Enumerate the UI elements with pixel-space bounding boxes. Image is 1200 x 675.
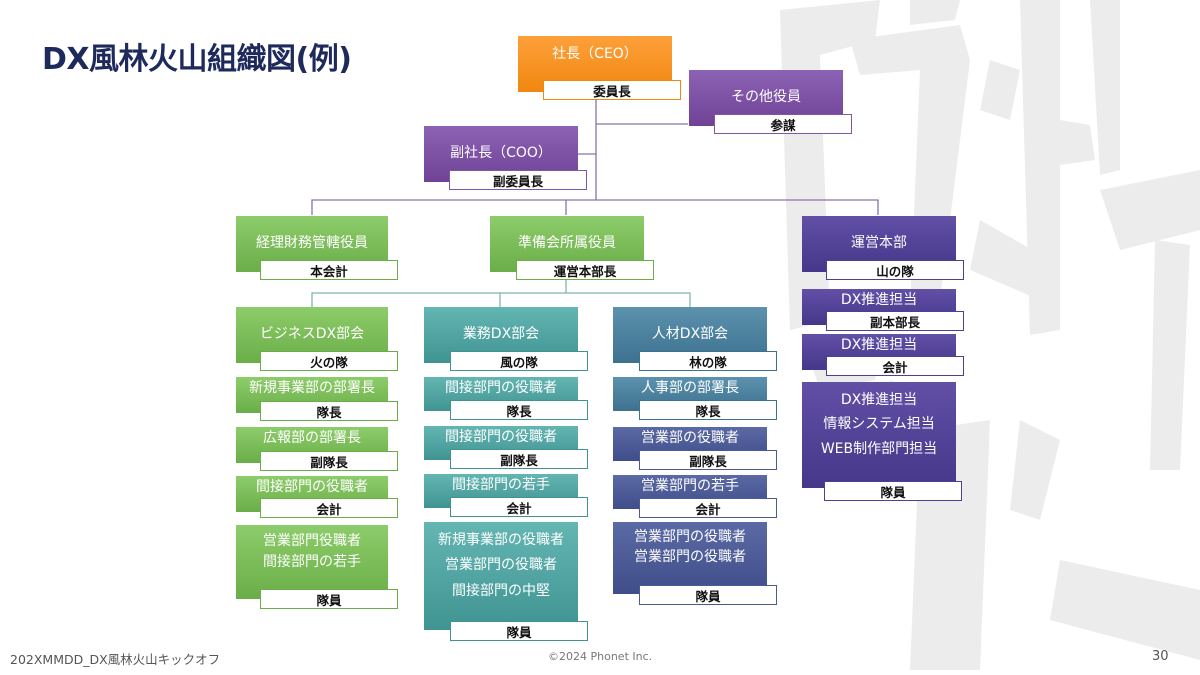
node-title: DX推進担当	[840, 391, 918, 408]
node-title: 間接部門の役職者	[256, 479, 368, 496]
role-label: 会計	[826, 356, 964, 376]
node-title: 運営本部	[851, 235, 907, 252]
node-title: 間接部門の役職者	[445, 429, 557, 446]
node-ops4: 新規事業部の役職者 営業部門の役職者 間接部門の中堅 隊員	[424, 522, 590, 642]
node-box: 新規事業部の役職者 営業部門の役職者 間接部門の中堅	[424, 522, 578, 630]
role-label: 本会計	[260, 260, 398, 280]
node-coo: 副社長（COO） 副委員長	[424, 126, 588, 190]
role-label: 副隊長	[639, 450, 777, 470]
node-biz: ビジネスDX部会 火の隊	[236, 307, 400, 371]
node-title: 準備会所属役員	[518, 235, 616, 252]
node-biz2: 広報部の部署長 副隊長	[236, 427, 400, 471]
node-title: 副社長（COO）	[450, 145, 552, 162]
role-label: 運営本部長	[516, 260, 654, 280]
node-title: 間接部門の若手	[263, 553, 361, 570]
role-label: 隊長	[639, 400, 777, 420]
role-label: 隊長	[450, 400, 588, 420]
node-prep: 準備会所属役員 運営本部長	[490, 216, 656, 280]
node-title: 業務DX部会	[462, 326, 540, 343]
node-title: 人事部の部署長	[641, 380, 739, 397]
node-hq-dx2: DX推進担当 会計	[802, 334, 966, 376]
node-title: 営業部門の役職者	[634, 529, 746, 546]
role-label: 会計	[260, 498, 398, 518]
footer-file-name: 202XMMDD_DX風林火山キックオフ	[10, 652, 221, 667]
role-label: 副隊長	[260, 451, 398, 471]
role-label: 隊員	[639, 585, 777, 605]
node-title: ビジネスDX部会	[259, 326, 365, 343]
role-label: 会計	[450, 497, 588, 517]
node-title: 間接部門の役職者	[445, 380, 557, 397]
role-label: 参謀	[714, 114, 852, 134]
node-title: 経理財務管轄役員	[256, 235, 368, 252]
node-ceo: 社長（CEO） 委員長	[518, 36, 682, 100]
node-title: 間接部門の若手	[452, 477, 550, 494]
role-label: 火の隊	[260, 351, 398, 371]
node-other-exec: その他役員 参謀	[689, 70, 853, 134]
node-box: 営業部門の役職者 営業部門の役職者	[613, 522, 767, 594]
node-ops3: 間接部門の若手 会計	[424, 474, 590, 518]
node-hr: 人材DX部会 林の隊	[613, 307, 779, 371]
node-title: 営業部門役職者	[263, 532, 361, 549]
role-label: 副本部長	[826, 311, 964, 331]
node-hq-dx1: DX推進担当 副本部長	[802, 289, 966, 331]
node-title: 営業部の役職者	[641, 430, 739, 447]
node-title: 社長（CEO）	[552, 46, 638, 63]
node-finance: 経理財務管轄役員 本会計	[236, 216, 400, 280]
role-label: 隊長	[260, 401, 398, 421]
role-label: 会計	[639, 498, 777, 518]
node-ops1: 間接部門の役職者 隊長	[424, 377, 590, 421]
node-title: 間接部門の中堅	[452, 582, 550, 599]
node-title: DX推進担当	[840, 292, 918, 309]
node-biz4: 営業部門役職者 間接部門の若手 隊員	[236, 525, 400, 611]
node-title: 情報システム担当	[823, 416, 935, 433]
node-hr3: 営業部門の若手 会計	[613, 475, 779, 519]
node-title: DX推進担当	[840, 337, 918, 354]
node-ops2: 間接部門の役職者 副隊長	[424, 426, 590, 470]
role-label: 風の隊	[450, 351, 588, 371]
footer-copyright: ©2024 Phonet Inc.	[548, 650, 653, 663]
node-hr1: 人事部の部署長 隊長	[613, 377, 779, 421]
node-title: 営業部門の役職者	[445, 557, 557, 574]
node-hr4: 営業部門の役職者 営業部門の役職者 隊員	[613, 522, 779, 608]
node-title: 人材DX部会	[651, 326, 729, 343]
role-label: 副隊長	[450, 449, 588, 469]
node-title: 営業部門の若手	[641, 478, 739, 495]
role-label: 林の隊	[639, 351, 777, 371]
node-hr2: 営業部の役職者 副隊長	[613, 427, 779, 471]
node-box: 営業部門役職者 間接部門の若手	[236, 525, 388, 599]
node-ops: 業務DX部会 風の隊	[424, 307, 590, 371]
node-title: WEB制作部門担当	[820, 440, 938, 457]
node-title: 広報部の部署長	[263, 430, 361, 447]
node-hq: 運営本部 山の隊	[802, 216, 966, 280]
node-title: その他役員	[731, 89, 801, 106]
page-title: DX風林火山組織図(例)	[42, 42, 352, 77]
node-title: 新規事業部の部署長	[249, 380, 375, 397]
node-hq-dx3: DX推進担当 情報システム担当 WEB制作部門担当 隊員	[802, 382, 966, 502]
role-label: 隊員	[450, 621, 588, 641]
role-label: 山の隊	[826, 260, 964, 280]
node-box: DX推進担当 情報システム担当 WEB制作部門担当	[802, 382, 956, 488]
node-biz3: 間接部門の役職者 会計	[236, 476, 400, 520]
node-biz1: 新規事業部の部署長 隊長	[236, 377, 400, 421]
page-number: 30	[1152, 649, 1169, 664]
node-title: 新規事業部の役職者	[438, 531, 564, 548]
node-title: 営業部門の役職者	[634, 549, 746, 566]
role-label: 副委員長	[449, 170, 587, 190]
role-label: 隊員	[824, 481, 962, 501]
role-label: 隊員	[260, 589, 398, 609]
node-box: 人事部の部署長	[613, 377, 767, 411]
role-label: 委員長	[543, 80, 681, 100]
